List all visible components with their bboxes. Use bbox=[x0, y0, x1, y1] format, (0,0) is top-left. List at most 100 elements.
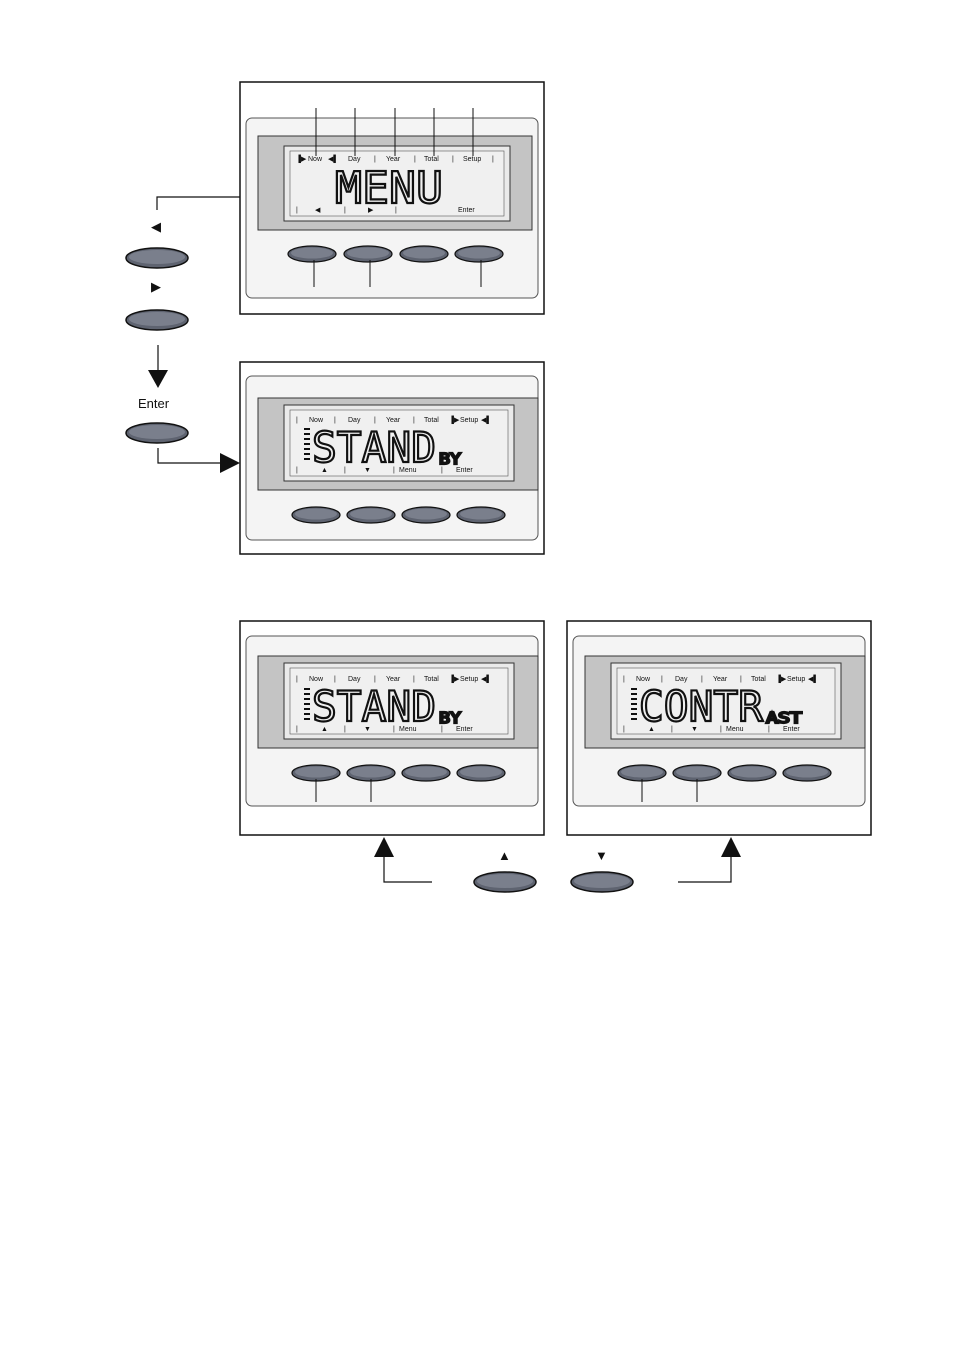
panel-standby-2: | Now | Day | Year | Total ▐▶ Setup ◀▌ S… bbox=[239, 620, 545, 836]
svg-text:|: | bbox=[344, 726, 346, 733]
foot-menu-label: Menu bbox=[399, 467, 417, 474]
up-arrow-symbol: ▲ bbox=[498, 848, 511, 863]
left-arrow-symbol: ◀ bbox=[151, 219, 161, 234]
down-button[interactable] bbox=[570, 871, 634, 893]
up-flow-arrow-left bbox=[374, 837, 394, 857]
tab-day: Day bbox=[348, 676, 361, 683]
foot-enter-label: Enter bbox=[783, 726, 800, 733]
foot-up-label: ▲ bbox=[648, 726, 655, 733]
panel-button-2[interactable] bbox=[346, 764, 396, 782]
svg-text:|: | bbox=[296, 467, 298, 474]
tab-total: Total bbox=[424, 156, 439, 163]
foot-enter-label: Enter bbox=[456, 467, 473, 474]
tab-setup: Setup bbox=[463, 156, 481, 163]
enter-label: Enter bbox=[138, 396, 170, 411]
svg-text:|: | bbox=[413, 676, 415, 683]
svg-text:|: | bbox=[296, 207, 298, 214]
tab-setup: Setup bbox=[460, 676, 478, 683]
panel-button-2[interactable] bbox=[672, 764, 722, 782]
left-button[interactable] bbox=[125, 247, 189, 269]
svg-text:|: | bbox=[720, 726, 722, 733]
svg-text:|: | bbox=[413, 417, 415, 424]
side-button-group: ◀ ▶ Enter bbox=[125, 219, 240, 473]
level-bar-indicator bbox=[304, 688, 310, 720]
svg-text:▐▶: ▐▶ bbox=[449, 674, 460, 684]
display-sub-text: BY bbox=[439, 450, 461, 468]
display-main-text: STAND bbox=[312, 423, 436, 472]
panel-button-3[interactable] bbox=[399, 245, 449, 263]
tab-year: Year bbox=[386, 156, 401, 163]
display-main-text: MENU bbox=[335, 163, 443, 214]
tab-total: Total bbox=[424, 417, 439, 424]
level-bar-indicator bbox=[631, 688, 637, 720]
svg-text:|: | bbox=[374, 676, 376, 683]
enter-button[interactable] bbox=[125, 422, 189, 444]
foot-left-label: ◀ bbox=[315, 207, 321, 214]
svg-text:|: | bbox=[374, 156, 376, 163]
panel-button-2[interactable] bbox=[343, 245, 393, 263]
svg-text:|: | bbox=[334, 417, 336, 424]
svg-text:|: | bbox=[768, 726, 770, 733]
down-arrow-symbol: ▼ bbox=[595, 848, 608, 863]
svg-text:|: | bbox=[296, 726, 298, 733]
panel-button-2[interactable] bbox=[346, 506, 396, 524]
foot-down-label: ▼ bbox=[691, 726, 698, 733]
svg-text:▐▶: ▐▶ bbox=[776, 674, 787, 684]
right-arrow-symbol: ▶ bbox=[151, 279, 161, 294]
tab-setup: Setup bbox=[787, 676, 805, 683]
tab-now: Now bbox=[309, 676, 324, 683]
svg-text:|: | bbox=[344, 207, 346, 214]
panel-button-1[interactable] bbox=[291, 506, 341, 524]
svg-text:◀▌: ◀▌ bbox=[481, 674, 491, 684]
foot-menu-label: Menu bbox=[399, 726, 417, 733]
panel-button-4[interactable] bbox=[456, 764, 506, 782]
svg-text:|: | bbox=[441, 726, 443, 733]
up-button[interactable] bbox=[473, 871, 537, 893]
panel-standby: | Now | Day | Year | Total ▐▶ Setup ◀▌ S… bbox=[239, 361, 545, 555]
svg-text:|: | bbox=[671, 726, 673, 733]
tab-day: Day bbox=[348, 156, 361, 163]
up-flow-arrow-right bbox=[721, 837, 741, 857]
panel-button-3[interactable] bbox=[401, 506, 451, 524]
panel-button-4[interactable] bbox=[456, 506, 506, 524]
tab-now: Now bbox=[308, 156, 323, 163]
panel-menu: ▐▶ Now ◀▌ Day | Year | Total | Setup | M… bbox=[239, 81, 545, 315]
panel-button-3[interactable] bbox=[727, 764, 777, 782]
svg-text:|: | bbox=[701, 676, 703, 683]
display-sub-text: AST bbox=[766, 709, 802, 727]
svg-text:◀▌: ◀▌ bbox=[328, 154, 338, 164]
panel-button-4[interactable] bbox=[454, 245, 504, 263]
display-main-text: STAND bbox=[312, 682, 436, 731]
foot-enter-label: Enter bbox=[458, 207, 475, 214]
display-main-text: CONTR bbox=[639, 682, 764, 731]
svg-text:|: | bbox=[395, 207, 397, 214]
svg-text:|: | bbox=[661, 676, 663, 683]
svg-text:◀▌: ◀▌ bbox=[481, 415, 491, 425]
svg-text:|: | bbox=[441, 467, 443, 474]
panel-button-3[interactable] bbox=[401, 764, 451, 782]
tab-day: Day bbox=[348, 417, 361, 424]
foot-up-label: ▲ bbox=[321, 467, 328, 474]
svg-text:|: | bbox=[492, 156, 494, 163]
tab-total: Total bbox=[424, 676, 439, 683]
panel-button-1[interactable] bbox=[291, 764, 341, 782]
tab-day: Day bbox=[675, 676, 688, 683]
connector-line bbox=[156, 196, 240, 210]
up-down-control-group: ▲ ▼ bbox=[374, 837, 741, 893]
svg-text:|: | bbox=[393, 467, 395, 474]
panel-button-1[interactable] bbox=[617, 764, 667, 782]
svg-text:|: | bbox=[623, 726, 625, 733]
svg-text:|: | bbox=[452, 156, 454, 163]
tab-now: Now bbox=[309, 417, 324, 424]
right-button[interactable] bbox=[125, 309, 189, 331]
tab-year: Year bbox=[713, 676, 728, 683]
svg-text:|: | bbox=[393, 726, 395, 733]
display-sub-text: BY bbox=[439, 709, 461, 727]
down-flow-arrow bbox=[148, 370, 168, 388]
foot-down-label: ▼ bbox=[364, 467, 371, 474]
panel-button-4[interactable] bbox=[782, 764, 832, 782]
panel-button-1[interactable] bbox=[287, 245, 337, 263]
tab-now: Now bbox=[636, 676, 651, 683]
svg-text:|: | bbox=[623, 676, 625, 683]
